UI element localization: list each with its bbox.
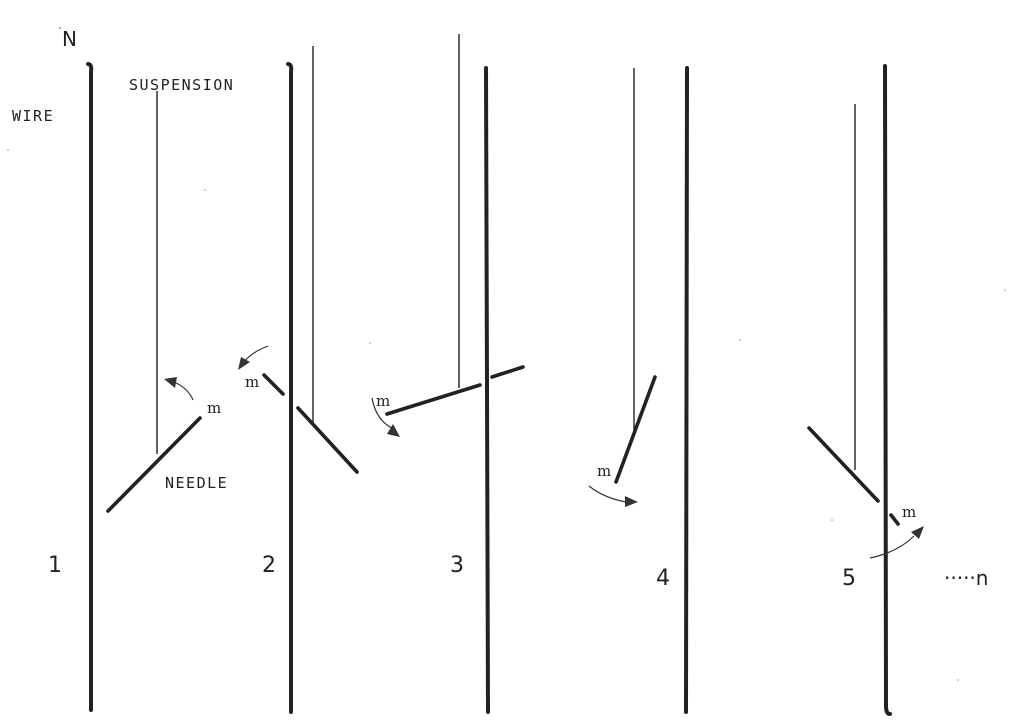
pole-label-4: m [597,462,611,480]
needle-3-south [490,365,525,379]
wire-1 [86,62,94,712]
pole-label-3: m [376,392,390,410]
panel-number-2: 2 [262,553,276,578]
pole-label-2: m [245,373,259,391]
wire-label: WIRE [12,107,54,125]
speck [204,189,206,191]
panel-number-3: 3 [450,553,464,578]
speck [1004,289,1006,291]
panel-number-1: 1 [48,553,62,578]
speck [957,679,959,681]
panel-number-5: 5 [842,566,856,591]
rotation-arrowhead-4 [625,496,638,507]
rotation-arrowhead-3 [387,424,400,437]
speck [369,342,371,344]
wire-4 [684,66,689,714]
rotation-arrowhead-2 [238,357,250,370]
panel-1: m 1 [48,62,221,712]
rotation-arrowhead-5 [911,526,924,539]
needle-label: NEEDLE [165,474,228,492]
speck [7,149,9,151]
rotation-arrow-3 [371,397,393,429]
rotation-arrow-2 [243,345,269,363]
needle-5-north [807,426,880,503]
rotation-arrowhead-1 [164,377,177,388]
speck [739,339,741,341]
rotation-arrow-1 [173,381,194,401]
pole-label-5: m [902,503,916,521]
panel-3: m 3 [371,34,525,714]
panel-number-4: 4 [656,566,670,591]
rotation-arrow-5 [869,535,915,559]
pole-label-1: m [207,399,221,417]
needle-1 [106,416,202,513]
rotation-arrow-4 [588,485,627,503]
speck [831,519,833,521]
panel-4: m 4 [588,66,689,714]
wire-5 [883,64,892,716]
needle-3-north [385,383,482,416]
needle-2-north [262,373,285,396]
wire-2 [286,62,294,714]
needle-5-south [889,513,900,526]
needle-2-south [296,406,359,474]
north-label: N [62,27,77,51]
wire-3 [484,66,490,714]
continuation-label: ·····n [944,566,988,590]
panel-2: m 2 [238,46,359,714]
panel-5: m 5 [807,64,924,716]
needle-4 [614,375,657,484]
speck [59,27,61,29]
suspension-label: SUSPENSION [129,76,234,94]
